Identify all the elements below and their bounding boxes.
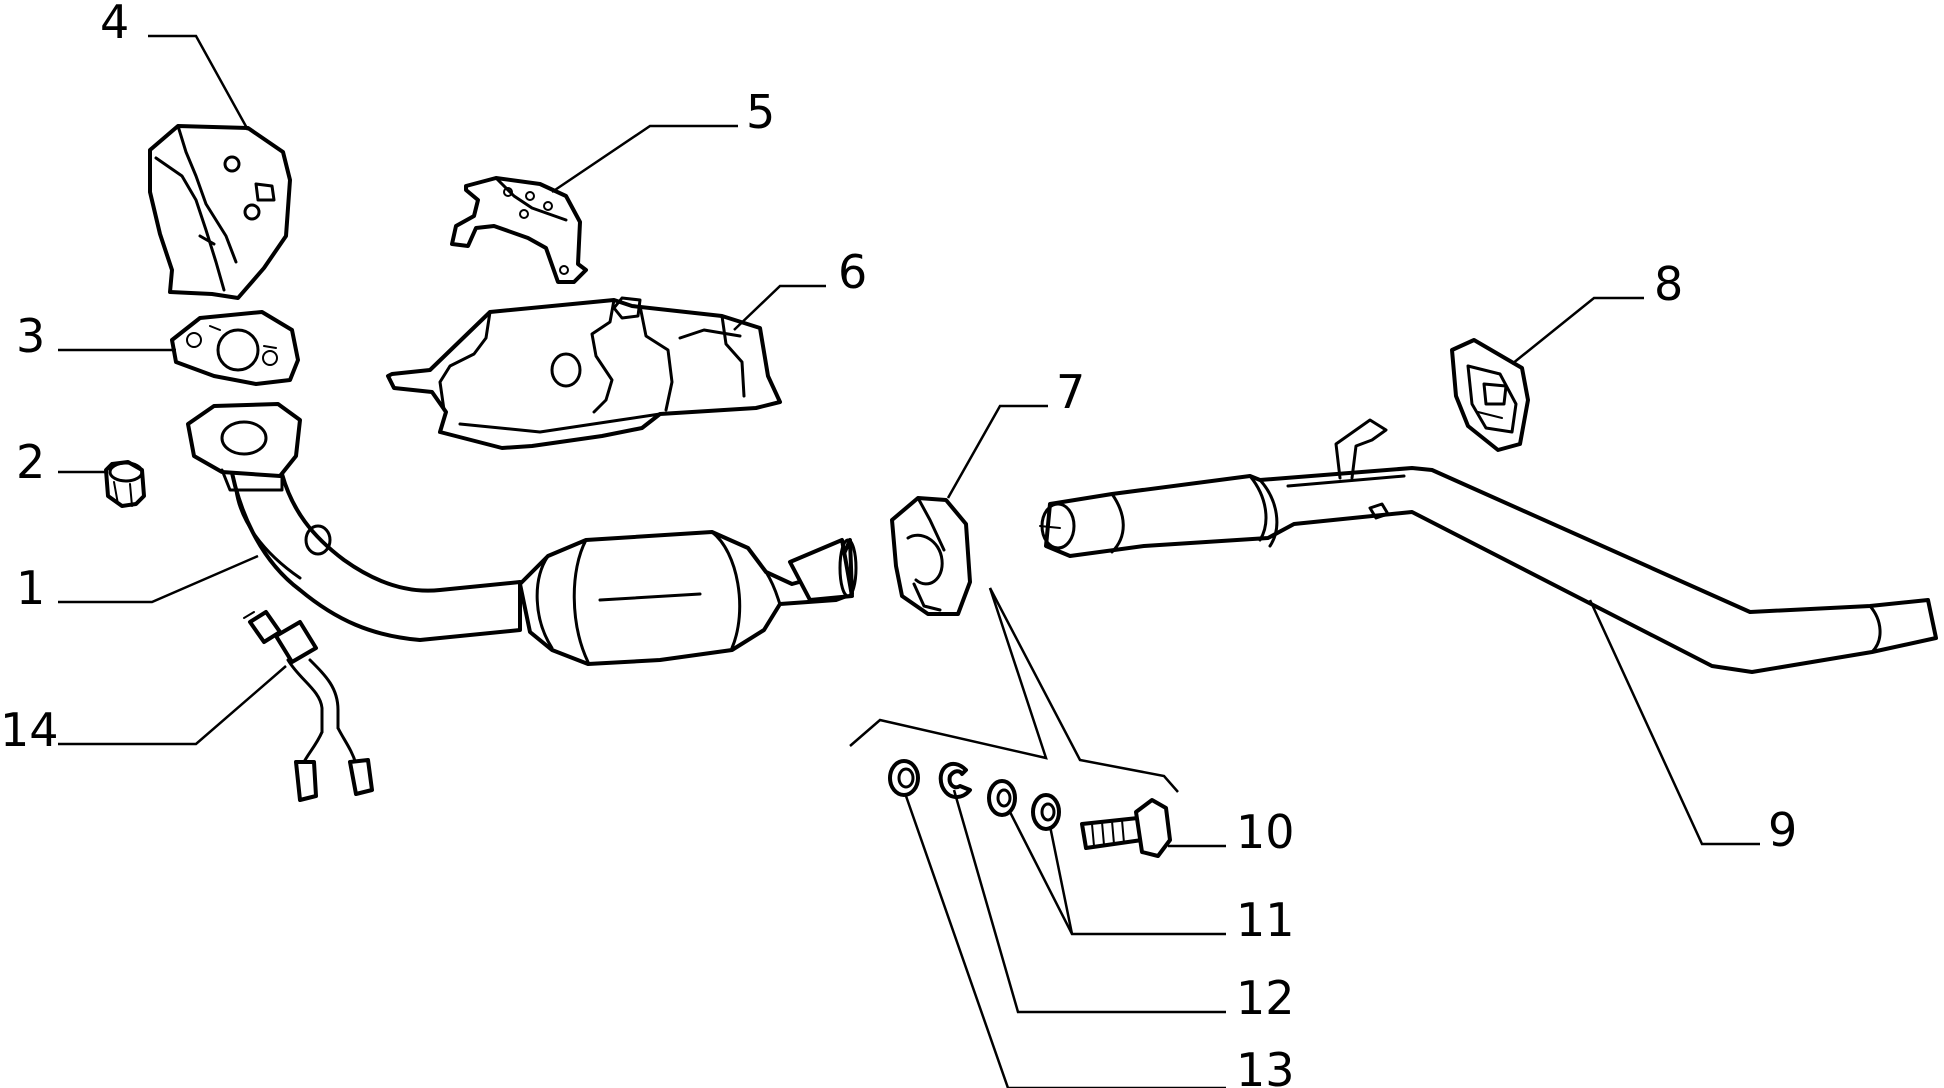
callout-14: 14 — [0, 703, 59, 757]
callout-labels: 4 5 6 3 2 1 14 7 8 9 10 11 12 13 — [0, 0, 1797, 1088]
callout-12: 12 — [1236, 971, 1295, 1025]
callout-3: 3 — [16, 309, 45, 363]
group-bracket-left — [849, 587, 1048, 760]
part-10-bolt[interactable] — [1080, 798, 1172, 858]
part-6-catalyst-heat-shield[interactable] — [386, 296, 782, 450]
leader-13 — [904, 795, 1226, 1088]
part-4-heat-shield[interactable] — [148, 124, 292, 300]
callout-9: 9 — [1768, 803, 1797, 857]
callout-7: 7 — [1056, 365, 1085, 419]
leader-12 — [952, 789, 1226, 1014]
part-5-bracket[interactable] — [450, 176, 588, 284]
part-14-lambda-sensor[interactable] — [243, 610, 374, 802]
leader-8 — [1511, 296, 1644, 365]
leader-5 — [551, 124, 738, 194]
leader-11b — [1048, 825, 1074, 935]
part-8-rubber-mount[interactable] — [1450, 338, 1530, 452]
callout-8: 8 — [1654, 257, 1683, 311]
leader-1 — [58, 554, 259, 604]
leader-9 — [1588, 599, 1760, 846]
leader-7 — [946, 404, 1048, 499]
part-12-spring-washer[interactable] — [938, 762, 972, 799]
callout-2: 2 — [16, 435, 45, 489]
part-9-rear-pipe[interactable] — [1039, 418, 1938, 674]
callout-6: 6 — [838, 245, 867, 299]
callout-11: 11 — [1236, 893, 1295, 947]
part-11-washer-a[interactable] — [987, 779, 1017, 817]
callout-5: 5 — [746, 85, 775, 139]
leader-lines — [58, 34, 1760, 1088]
part-3-gasket[interactable] — [170, 310, 300, 386]
leader-14 — [58, 665, 287, 746]
part-7-rubber-mount[interactable] — [890, 496, 972, 616]
part-13-nut[interactable] — [888, 759, 920, 797]
leader-6 — [733, 284, 826, 331]
callout-10: 10 — [1236, 805, 1295, 859]
callout-1: 1 — [16, 561, 45, 615]
group-bracket-right — [988, 587, 1179, 793]
callout-4: 4 — [100, 0, 129, 49]
leader-4 — [148, 34, 250, 131]
callout-13: 13 — [1236, 1043, 1295, 1088]
part-2-nut[interactable] — [104, 460, 146, 508]
part-11-washer-b[interactable] — [1031, 793, 1061, 831]
part-1-front-pipe-catalyst[interactable] — [186, 402, 858, 666]
